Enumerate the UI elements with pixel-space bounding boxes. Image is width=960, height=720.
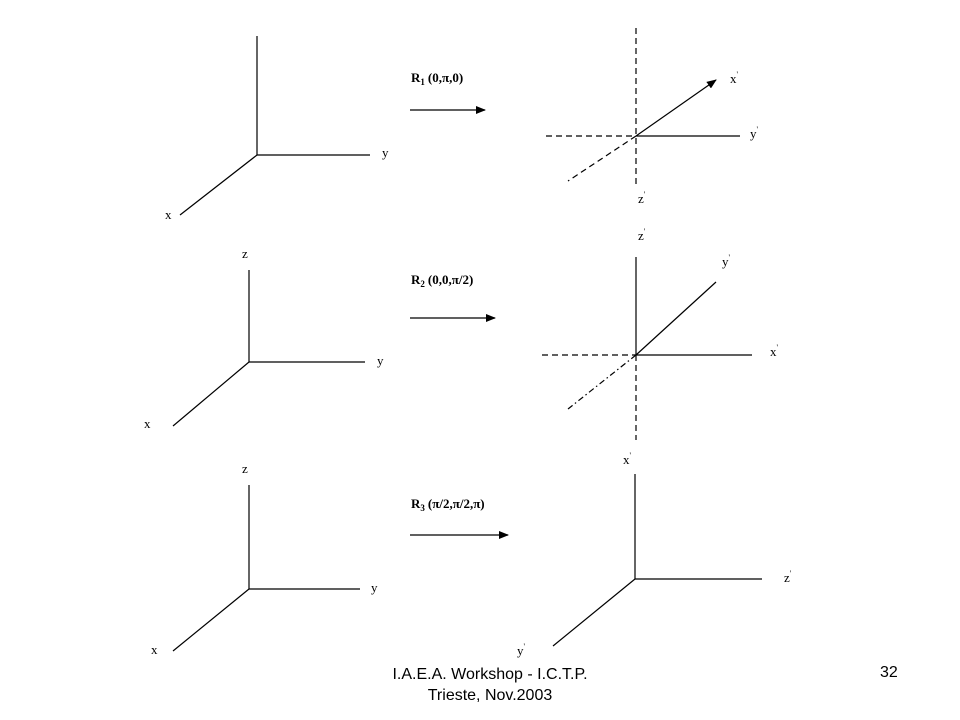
row3-rot-y-label: y' bbox=[517, 642, 526, 658]
row2-rot-z-label: z' bbox=[638, 227, 646, 243]
row1-rot-diagonal-dashed bbox=[567, 135, 637, 182]
row1-rot-x-axis bbox=[635, 79, 717, 137]
row2-orig-x-label: x bbox=[144, 416, 151, 431]
row-1-rotated-axes: x' y' z' bbox=[546, 28, 759, 206]
row1-rot-z-label: z' bbox=[638, 190, 646, 206]
row-3-rotation: R3(π/2,π/2,π) bbox=[410, 496, 509, 539]
row2-rot-y-label: y' bbox=[722, 253, 731, 269]
footer-citation: I.A.E.A. Workshop - I.C.T.P. Trieste, No… bbox=[360, 664, 620, 706]
page-number: 32 bbox=[880, 664, 898, 681]
row3-rot-z-label: z' bbox=[784, 569, 792, 585]
row3-orig-z-label: z bbox=[242, 461, 248, 476]
row3-rot-x-label: x' bbox=[623, 451, 632, 467]
row1-orig-x-label: x bbox=[165, 207, 172, 222]
row2-rotation-label: R2(0,0,π/2) bbox=[411, 272, 473, 289]
row2-orig-x-axis bbox=[172, 361, 250, 427]
row-2-rotation: R2(0,0,π/2) bbox=[410, 272, 496, 322]
footer-line-2: Trieste, Nov.2003 bbox=[427, 687, 553, 704]
row3-rot-y-axis bbox=[552, 578, 636, 647]
row-3-original-axes: z y x bbox=[151, 461, 378, 657]
row-2-original-axes: z y x bbox=[144, 246, 384, 431]
row3-rotation-label: R3(π/2,π/2,π) bbox=[411, 496, 485, 513]
row1-rot-x-label: x' bbox=[730, 70, 739, 86]
row2-rot-y-axis bbox=[635, 281, 717, 356]
row2-rot-diagonal-dashdot bbox=[567, 354, 637, 410]
row-2-rotated-axes: z' y' x' bbox=[542, 227, 779, 440]
row3-orig-x-axis bbox=[172, 588, 250, 652]
row2-rot-x-label: x' bbox=[770, 343, 779, 359]
row1-orig-x-axis bbox=[179, 154, 258, 216]
footer-line-1: I.A.E.A. Workshop - I.C.T.P. bbox=[392, 666, 588, 683]
row-1-original-axes: y x bbox=[165, 36, 389, 222]
row1-rotation-label: R1(0,π,0) bbox=[411, 70, 463, 87]
row-3-rotated-axes: x' z' y' bbox=[517, 451, 792, 658]
row2-orig-z-label: z bbox=[242, 246, 248, 261]
row1-rot-y-label: y' bbox=[750, 125, 759, 141]
row3-orig-x-label: x bbox=[151, 642, 158, 657]
row1-orig-y-label: y bbox=[382, 145, 389, 160]
row-1-rotation: R1(0,π,0) bbox=[410, 70, 486, 114]
row3-orig-y-label: y bbox=[371, 580, 378, 595]
row2-orig-y-label: y bbox=[377, 353, 384, 368]
